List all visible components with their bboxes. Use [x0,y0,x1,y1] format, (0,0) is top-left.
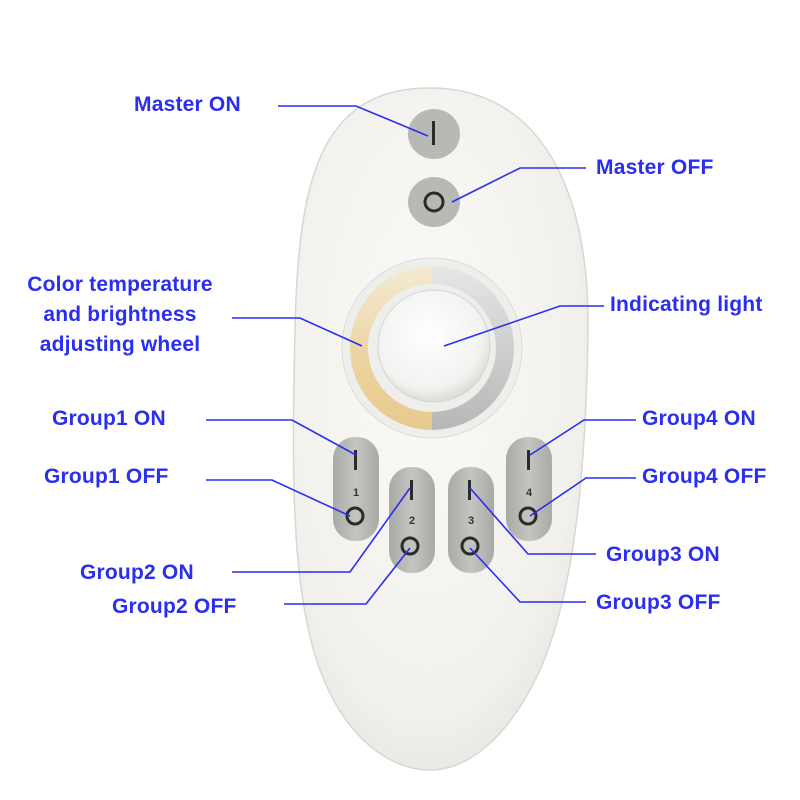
label-group3-on: Group3 ON [606,543,720,566]
label-group4-off: Group4 OFF [642,465,767,488]
group4-number: 4 [526,487,533,499]
label-master-on: Master ON [134,93,241,116]
label-group3-off: Group3 OFF [596,591,721,614]
master-off-button[interactable] [408,177,460,227]
group1-number: 1 [353,487,359,499]
label-wheel-line3: adjusting wheel [39,333,201,356]
leader-group3-off [469,547,586,603]
group1-button[interactable]: 1 [333,437,379,541]
label-wheel-line1: Color temperature [27,273,213,296]
leader-group2-off [284,547,411,605]
label-wheel-line2: and brightness [43,303,197,326]
label-wheel: Color temperature and brightness adjusti… [6,270,234,360]
group2-button[interactable]: 2 [389,467,435,573]
group2-number: 2 [409,515,415,527]
leader-indicating-light [443,305,604,347]
label-group1-off: Group1 OFF [44,465,169,488]
leader-group2-on [232,487,411,573]
leader-group1-off [206,479,351,517]
indicating-light [377,289,491,403]
label-group2-off: Group2 OFF [112,595,237,618]
leader-group4-off [529,477,636,517]
label-master-off: Master OFF [596,156,714,179]
leader-master-on [278,105,429,137]
leader-group3-on [469,487,596,555]
group3-number: 3 [468,515,474,527]
leader-wheel [232,317,363,347]
master-on-button[interactable] [408,109,460,159]
label-group1-on: Group1 ON [52,407,166,430]
leader-group4-on [529,419,636,456]
group4-button[interactable]: 4 [506,437,552,541]
leader-group1-on [206,419,357,456]
label-indicating-light: Indicating light [610,293,763,316]
label-group2-on: Group2 ON [80,561,194,584]
label-group4-on: Group4 ON [642,407,756,430]
leader-master-off [451,167,586,203]
group3-button[interactable]: 3 [448,467,494,573]
